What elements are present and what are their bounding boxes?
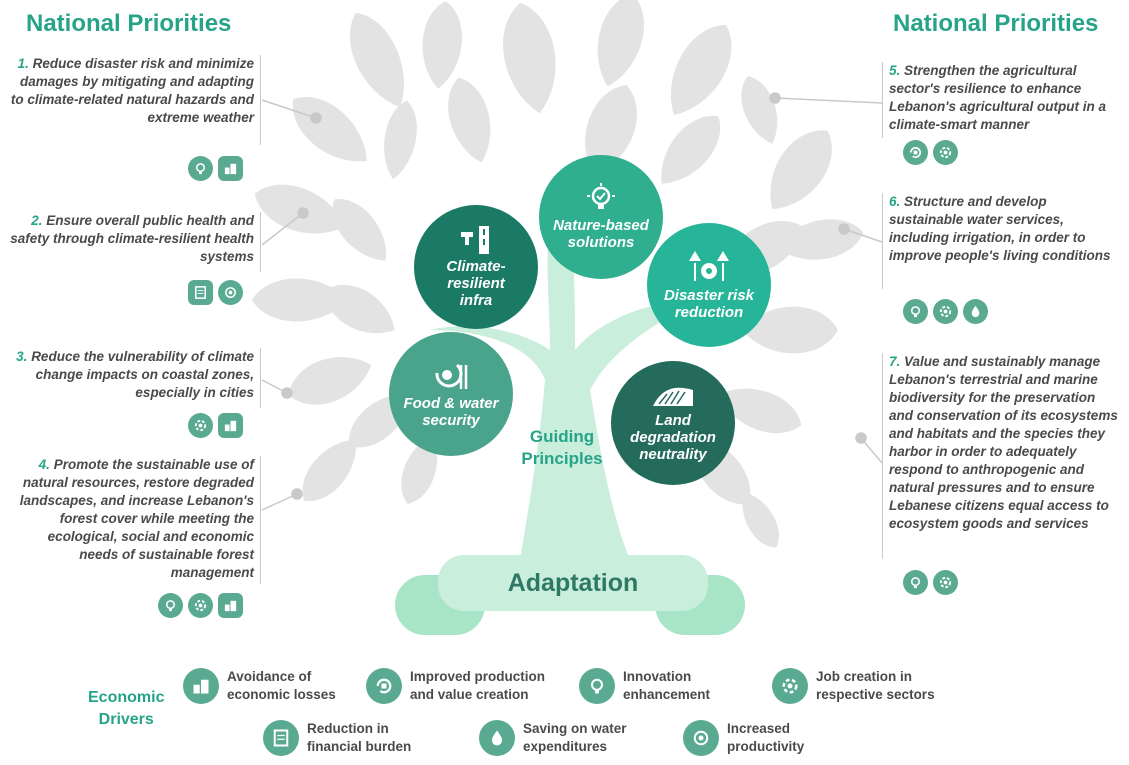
driver-label: Saving on water expenditures <box>523 721 627 754</box>
food-icon <box>435 363 468 389</box>
priority-2: 2. Ensure overall public health and safe… <box>8 212 261 272</box>
driver-water-savings: Saving on water expenditures <box>479 720 627 756</box>
principle-label: Climate- resilient infra <box>446 257 506 309</box>
jobs-icon <box>188 413 213 438</box>
innovation-icon <box>903 570 928 595</box>
economic-losses-icon <box>183 668 219 704</box>
driver-economic-losses: Avoidance of economic losses <box>183 668 336 704</box>
priority-number: 2. <box>31 213 43 228</box>
priority-7-icons <box>903 570 958 595</box>
principle-nature-based-solutions: Nature-based solutions <box>539 155 663 279</box>
jobs-icon <box>772 668 808 704</box>
production-icon <box>903 140 928 165</box>
jobs-icon <box>933 140 958 165</box>
adaptation-label: Adaptation <box>438 555 708 611</box>
priority-text: Value and sustainably manage Lebanon's t… <box>889 354 1118 531</box>
priority-3: 3. Reduce the vulnerability of climate c… <box>8 348 261 408</box>
priority-1: 1. Reduce disaster risk and minimize dam… <box>8 55 261 145</box>
economic-losses-icon <box>218 593 243 618</box>
priority-6: 6. Structure and develop sustainable wat… <box>882 193 1121 289</box>
priority-text: Reduce disaster risk and minimize damage… <box>10 56 254 125</box>
driver-jobs: Job creation in respective sectors <box>772 668 935 704</box>
right-header: National Priorities <box>893 10 1099 37</box>
jobs-icon <box>933 570 958 595</box>
priority-text: Ensure overall public health and safety … <box>10 213 254 264</box>
principle-label: Nature-based solutions <box>553 217 649 251</box>
economic-drivers-title: Economic Drivers <box>88 689 165 728</box>
driver-label: Innovation enhancement <box>623 669 711 702</box>
productivity-icon <box>683 720 719 756</box>
innovation-icon <box>158 593 183 618</box>
priority-7: 7. Value and sustainably manage Lebanon'… <box>882 353 1121 559</box>
priority-text: Promote the sustainable use of natural r… <box>19 457 254 580</box>
priority-number: 1. <box>17 56 29 71</box>
left-header: National Priorities <box>26 10 232 37</box>
innovation-icon <box>188 156 213 181</box>
water-savings-icon <box>479 720 515 756</box>
priority-4-icons <box>158 593 243 618</box>
priority-number: 7. <box>889 354 901 369</box>
jobs-icon <box>933 299 958 324</box>
economic-losses-icon <box>218 156 243 181</box>
driver-label: Improved production and value creation <box>410 669 545 702</box>
principle-disaster-risk-reduction: Disaster risk reduction <box>647 223 771 347</box>
principle-label: Food & water security <box>403 395 499 429</box>
priority-5: 5. Strengthen the agricultural sector's … <box>882 62 1121 138</box>
lightbulb-icon <box>587 183 615 209</box>
productivity-icon <box>218 280 243 305</box>
priority-number: 6. <box>889 194 901 209</box>
innovation-icon <box>579 668 615 704</box>
priority-2-icons <box>188 280 243 305</box>
principle-food-water-security: Food & water security <box>389 332 513 456</box>
priority-text: Reduce the vulnerability of climate chan… <box>31 349 254 400</box>
production-icon <box>366 668 402 704</box>
driver-label: Increased productivity <box>727 721 805 754</box>
priority-number: 5. <box>889 63 901 78</box>
jobs-icon <box>188 593 213 618</box>
water-savings-icon <box>963 299 988 324</box>
driver-productivity: Increased productivity <box>683 720 804 756</box>
guiding-principles-label: Guiding Principles <box>521 427 603 468</box>
land-icon <box>653 387 693 406</box>
driver-innovation: Innovation enhancement <box>579 668 710 704</box>
priority-number: 3. <box>16 349 28 364</box>
principle-climate-resilient-infra: Climate- resilient infra <box>414 205 538 329</box>
economic-losses-icon <box>218 413 243 438</box>
priority-1-icons <box>188 156 243 181</box>
tree-trunk <box>430 190 700 560</box>
driver-label: Reduction in financial burden <box>307 721 412 754</box>
financial-burden-icon <box>188 280 213 305</box>
driver-label: Job creation in respective sectors <box>816 669 935 702</box>
priority-text: Structure and develop sustainable water … <box>889 194 1111 263</box>
road-icon <box>461 225 489 254</box>
financial-burden-icon <box>263 720 299 756</box>
innovation-icon <box>903 299 928 324</box>
priority-6-icons <box>903 299 988 324</box>
priority-text: Strengthen the agricultural sector's res… <box>889 63 1106 132</box>
principle-label: Land degradation neutrality <box>630 411 716 463</box>
warning-icon <box>689 251 729 281</box>
driver-financial-burden: Reduction in financial burden <box>263 720 411 756</box>
driver-label: Avoidance of economic losses <box>227 669 336 702</box>
principle-land-degradation-neutrality: Land degradation neutrality <box>611 361 735 485</box>
priority-5-icons <box>903 140 958 165</box>
priority-3-icons <box>188 413 243 438</box>
priority-4: 4. Promote the sustainable use of natura… <box>8 456 261 584</box>
priority-number: 4. <box>38 457 50 472</box>
principle-label: Disaster risk reduction <box>663 287 755 321</box>
driver-production: Improved production and value creation <box>366 668 545 704</box>
